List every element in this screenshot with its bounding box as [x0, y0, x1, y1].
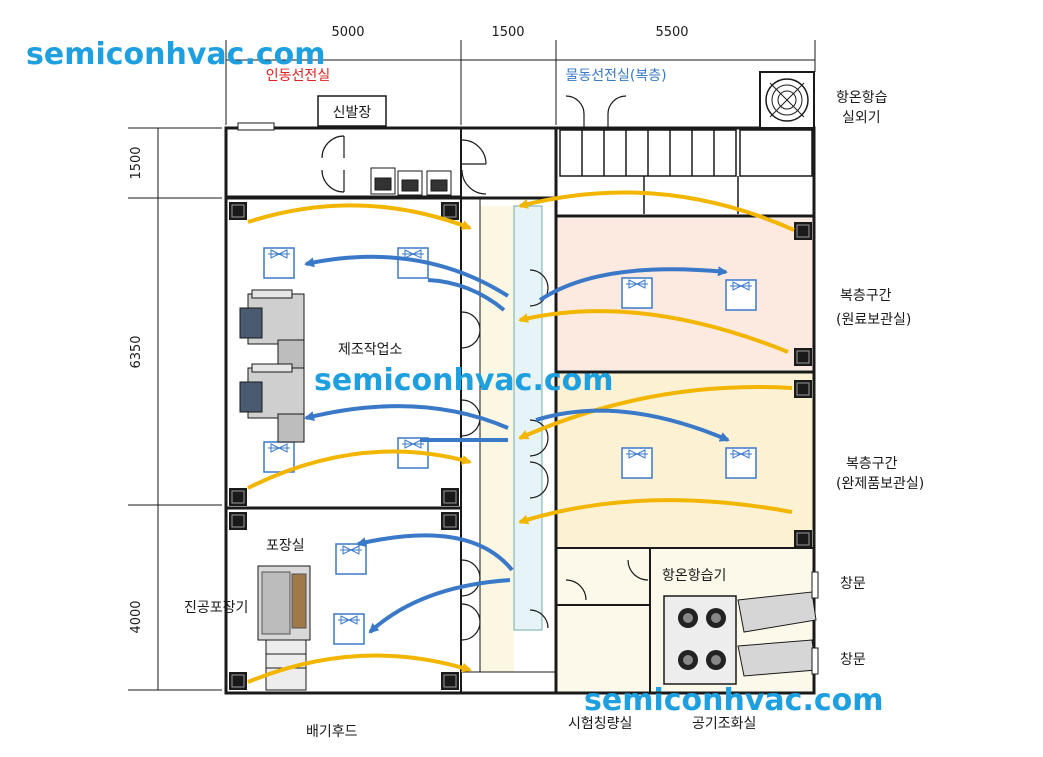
return-grille-icon [794, 530, 812, 548]
vacuum-packer-icon [257, 565, 311, 641]
supply-diffusers [263, 247, 757, 645]
supply-airflow-arrows [247, 190, 795, 684]
hvac-unit-label: 항온항습기 [662, 568, 726, 584]
manufacturing-label: 제조작업소 [338, 342, 403, 358]
mezzanine-finished-label-line2: (완제품보관실) [836, 476, 924, 492]
vacuum-packer-label: 진공포장기 [184, 600, 248, 616]
material-airlock-shelves [559, 129, 813, 214]
dim-top-2: 1500 [491, 25, 524, 40]
top-dimensions [225, 40, 816, 125]
person-airlock-label: 인동선전실 [266, 68, 330, 84]
exhaust-hood-label: 배기후드 [306, 724, 358, 740]
supply-diffuser-icon [725, 447, 757, 479]
return-grille-icon [441, 202, 459, 220]
return-grille-icon [441, 488, 459, 506]
dim-left-2: 6350 [129, 335, 144, 368]
filling-machine-lower [239, 363, 305, 443]
supply-diffuser-icon [621, 447, 653, 479]
doors [321, 95, 649, 641]
watermark-bottom: semiconhvac.com [584, 683, 884, 718]
outdoor-unit-label-line2: 실외기 [842, 110, 881, 126]
mezzanine-finished-zone [556, 372, 814, 548]
outdoor-unit-label-line1: 항온항습 [836, 90, 888, 106]
window-openings [811, 571, 819, 675]
outdoor-unit-fan-icon [759, 71, 815, 129]
supply-diffuser-icon [335, 543, 367, 575]
return-grille-icon [794, 348, 812, 366]
return-grille-icon [441, 672, 459, 690]
return-grille-icon [794, 380, 812, 398]
dim-left-3: 4000 [129, 600, 144, 633]
watermark-top: semiconhvac.com [26, 37, 326, 72]
window-label-2: 창문 [840, 652, 866, 668]
supply-diffuser-icon [263, 247, 295, 279]
mezzanine-raw-label-line2: (원료보관실) [836, 312, 911, 328]
return-grille-icon [229, 512, 247, 530]
material-airlock-label: 물동선전실(복층) [565, 68, 666, 84]
walls [224, 126, 816, 695]
entry-mat [237, 122, 275, 131]
dim-top-1: 5000 [331, 25, 364, 40]
packaging-label: 포장실 [266, 538, 305, 554]
return-grille-icon [229, 488, 247, 506]
supply-diffuser-icon [621, 277, 653, 309]
watermark-middle: semiconhvac.com [314, 363, 614, 398]
mezzanine-raw-label-line1: 복층구간 [840, 288, 892, 304]
shoe-room-label: 신발장 [333, 105, 372, 121]
return-grille-icon [441, 512, 459, 530]
shoe-room-box [317, 95, 387, 127]
internal-airflow-arrows [304, 254, 730, 634]
air-handling-room-label: 공기조화실 [692, 716, 756, 732]
ahu-fan-block [663, 591, 817, 685]
filling-machine-upper [239, 289, 305, 369]
window-label-1: 창문 [840, 576, 866, 592]
mezzanine-finished-label-line1: 복층구간 [846, 456, 898, 472]
air-shower-units [370, 167, 452, 196]
return-grille-icon [229, 202, 247, 220]
weighing-room-label: 시험칭량실 [568, 716, 632, 732]
return-grille-icon [794, 222, 812, 240]
supply-diffuser-icon [725, 279, 757, 311]
return-grille-icon [229, 672, 247, 690]
supply-diffuser-icon [263, 441, 295, 473]
dim-top-3: 5500 [655, 25, 688, 40]
return-grilles [229, 202, 812, 690]
left-dimensions [128, 127, 222, 691]
dim-left-1: 1500 [129, 146, 144, 179]
supply-diffuser-icon [333, 613, 365, 645]
